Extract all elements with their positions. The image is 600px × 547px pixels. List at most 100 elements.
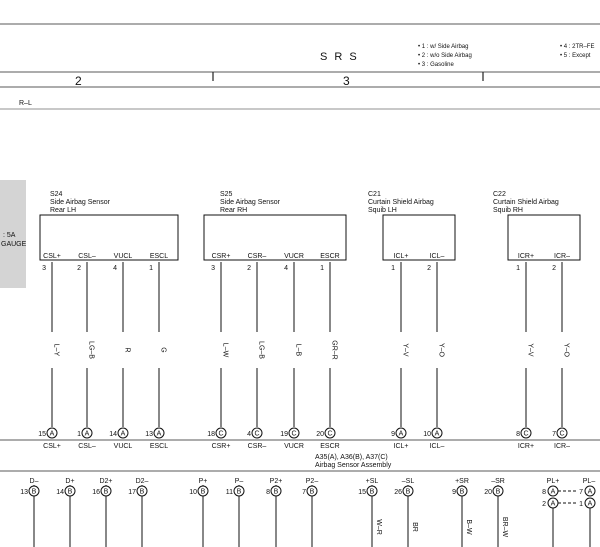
assembly-line2: Airbag Sensor Assembly bbox=[315, 462, 392, 469]
component-name: Side Airbag Sensor bbox=[50, 199, 111, 206]
connector-circle-letter: A bbox=[399, 431, 404, 438]
pin-label: ICL– bbox=[430, 253, 445, 260]
bottom-pin-label: –SL bbox=[402, 478, 415, 485]
wire-color: Y–O bbox=[438, 343, 445, 358]
pin-number: 2 bbox=[552, 265, 556, 272]
note-2: • 2 : w/o Side Airbag bbox=[418, 53, 472, 59]
connector-circle bbox=[81, 427, 93, 439]
pin-number: 1 bbox=[391, 265, 395, 272]
connector-circle-letter: A bbox=[85, 431, 90, 438]
note-1: • 1 : w/ Side Airbag bbox=[418, 44, 468, 50]
bottom-connector-circle-letter: B bbox=[310, 489, 315, 496]
pin-label: CSL– bbox=[78, 253, 96, 260]
bottom-wire-color: B–W bbox=[465, 519, 472, 535]
connector-circle bbox=[153, 427, 165, 439]
pl-number: 8 bbox=[542, 489, 546, 496]
note-right-2: • 5 : Except bbox=[560, 53, 591, 59]
pin-label: ICL+ bbox=[394, 253, 409, 260]
bottom-pin-label: +SR bbox=[455, 478, 469, 485]
pin-number: 1 bbox=[149, 265, 153, 272]
connector-number: 8 bbox=[516, 431, 520, 438]
connector-label: ICR– bbox=[554, 443, 570, 450]
pl-number-2: 1 bbox=[579, 501, 583, 508]
bottom-connector-circle-letter: B bbox=[140, 489, 145, 496]
pl-circle-letter: A bbox=[551, 489, 556, 496]
component-name: Curtain Shield Airbag bbox=[493, 199, 559, 206]
pin-number: 1 bbox=[320, 265, 324, 272]
bottom-pin-number: 8 bbox=[266, 489, 270, 496]
bottom-pin-number: 15 bbox=[358, 489, 366, 496]
connector-number: 9 bbox=[391, 431, 395, 438]
connector-label: ESCR bbox=[320, 443, 339, 450]
bottom-pin-number: 20 bbox=[484, 489, 492, 496]
wire-color: L–W bbox=[222, 343, 229, 358]
connector-circle bbox=[288, 427, 300, 439]
pin-number: 2 bbox=[247, 265, 251, 272]
left-tab: : 5A GAUGE bbox=[0, 180, 27, 288]
connector-circle bbox=[520, 427, 532, 439]
wire-label-bg bbox=[48, 332, 56, 368]
pin-label: ESCR bbox=[320, 253, 339, 260]
connector-label: ICL+ bbox=[394, 443, 409, 450]
pin-label: ESCL bbox=[150, 253, 168, 260]
connector-circle-letter: C bbox=[523, 431, 528, 438]
assembly-line1: A35(A), A36(B), A37(C) bbox=[315, 454, 388, 461]
note-right-1: • 4 : 2TR–FE bbox=[560, 44, 594, 50]
pl-circle-2-letter: A bbox=[588, 489, 593, 496]
bottom-connector-circle-letter: B bbox=[406, 489, 411, 496]
system-title: S R S bbox=[320, 51, 359, 63]
header-area: S R S 2 3 • 1 : w/ Side Airbag • 2 : w/o… bbox=[0, 23, 600, 110]
wire-label-bg bbox=[522, 332, 530, 368]
wire-color: GR–R bbox=[331, 340, 338, 359]
wire-label-bg bbox=[83, 332, 91, 368]
left-tab-box bbox=[0, 180, 26, 288]
wire-color: Y–V bbox=[527, 343, 534, 357]
bottom-pin-number: 14 bbox=[56, 489, 64, 496]
component-box bbox=[203, 214, 347, 261]
pl-number-2: 7 bbox=[579, 489, 583, 496]
bottom-pin-label: +SL bbox=[366, 478, 379, 485]
pin-number: 1 bbox=[516, 265, 520, 272]
connector-number: 15 bbox=[38, 431, 46, 438]
bottom-pin-number: 17 bbox=[128, 489, 136, 496]
assembly-area: A35(A), A36(B), A37(C) Airbag Sensor Ass… bbox=[0, 439, 600, 472]
cell-left: 2 bbox=[75, 74, 82, 88]
connector-circle bbox=[251, 427, 263, 439]
connector-label: VUCR bbox=[284, 443, 304, 450]
bottom-connector-circle-letter: B bbox=[237, 489, 242, 496]
component-name: Curtain Shield Airbag bbox=[368, 199, 434, 206]
pin-label: CSL+ bbox=[43, 253, 61, 260]
connector-circle bbox=[556, 427, 568, 439]
bottom-connector-circle-letter: B bbox=[274, 489, 279, 496]
component-location: Squib RH bbox=[493, 207, 523, 214]
left-tab-line2: GAUGE bbox=[1, 241, 27, 248]
connector-circle-letter: C bbox=[559, 431, 564, 438]
wire-label-bg bbox=[155, 332, 163, 368]
pl-circle-letter: A bbox=[551, 501, 556, 508]
component-location: Rear LH bbox=[50, 207, 76, 214]
bottom-pin-number: 16 bbox=[92, 489, 100, 496]
connector-label: ICL– bbox=[430, 443, 445, 450]
connector-circle-letter: C bbox=[218, 431, 223, 438]
connector-circle bbox=[431, 427, 443, 439]
left-tab-line1: : 5A bbox=[3, 232, 16, 239]
bottom-pin-label: –SR bbox=[491, 478, 505, 485]
component-location: Rear RH bbox=[220, 207, 247, 214]
connector-circle bbox=[324, 427, 336, 439]
bottom-connector-circle-letter: B bbox=[68, 489, 73, 496]
connector-label: ESCL bbox=[150, 443, 168, 450]
connector-number: 18 bbox=[207, 431, 215, 438]
bottom-pin-label: D2– bbox=[136, 478, 149, 485]
wire-color: LG–B bbox=[258, 341, 265, 359]
bottom-pin-label: P– bbox=[235, 478, 244, 485]
connector-circle-letter: C bbox=[291, 431, 296, 438]
connector-number: 13 bbox=[145, 431, 153, 438]
